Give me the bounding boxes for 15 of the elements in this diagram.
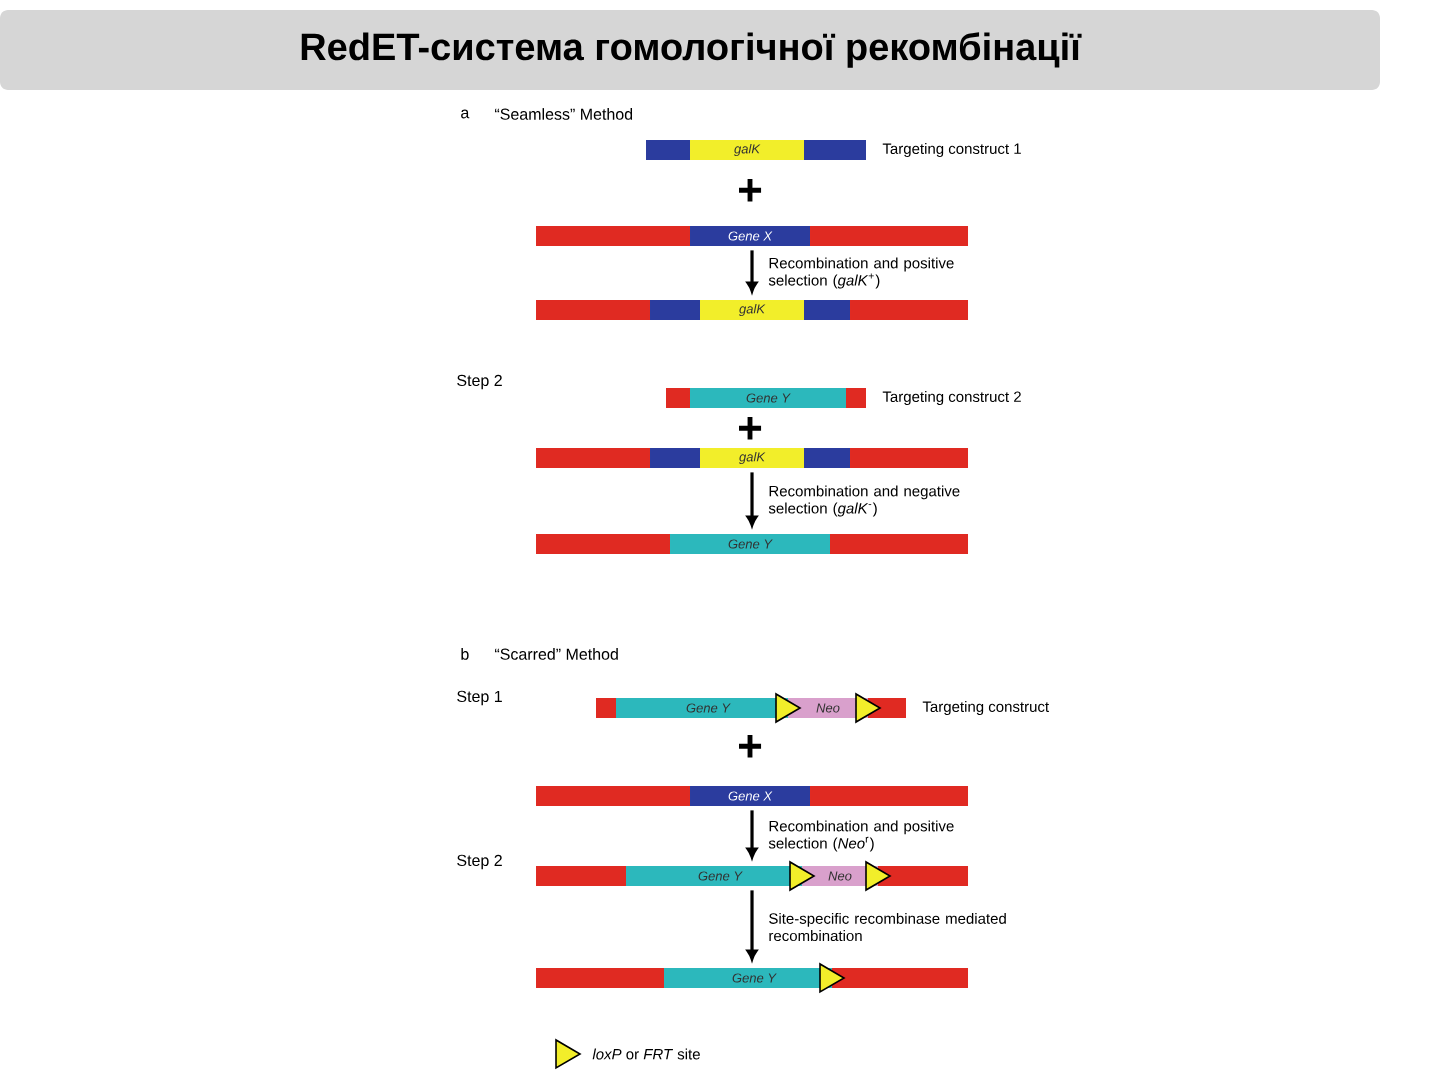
plus-sign: + [739, 417, 762, 440]
arrow [746, 890, 758, 961]
plus-sign: + [739, 179, 762, 202]
section-label: Step 1 [457, 690, 502, 706]
section-label: b [461, 648, 469, 660]
section-label: Step 2 [457, 374, 502, 390]
section-label: “Scarred” Method [495, 648, 618, 660]
section-label: Step 2 [457, 854, 502, 870]
arrow [746, 250, 758, 293]
section-label: a [461, 109, 470, 119]
section-label: “Seamless” Method [495, 108, 633, 120]
arrow [746, 810, 758, 859]
title-banner: RedET-система гомологічної рекомбінації [0, 10, 1380, 90]
plus-sign: + [739, 735, 762, 758]
arrow [746, 472, 758, 527]
